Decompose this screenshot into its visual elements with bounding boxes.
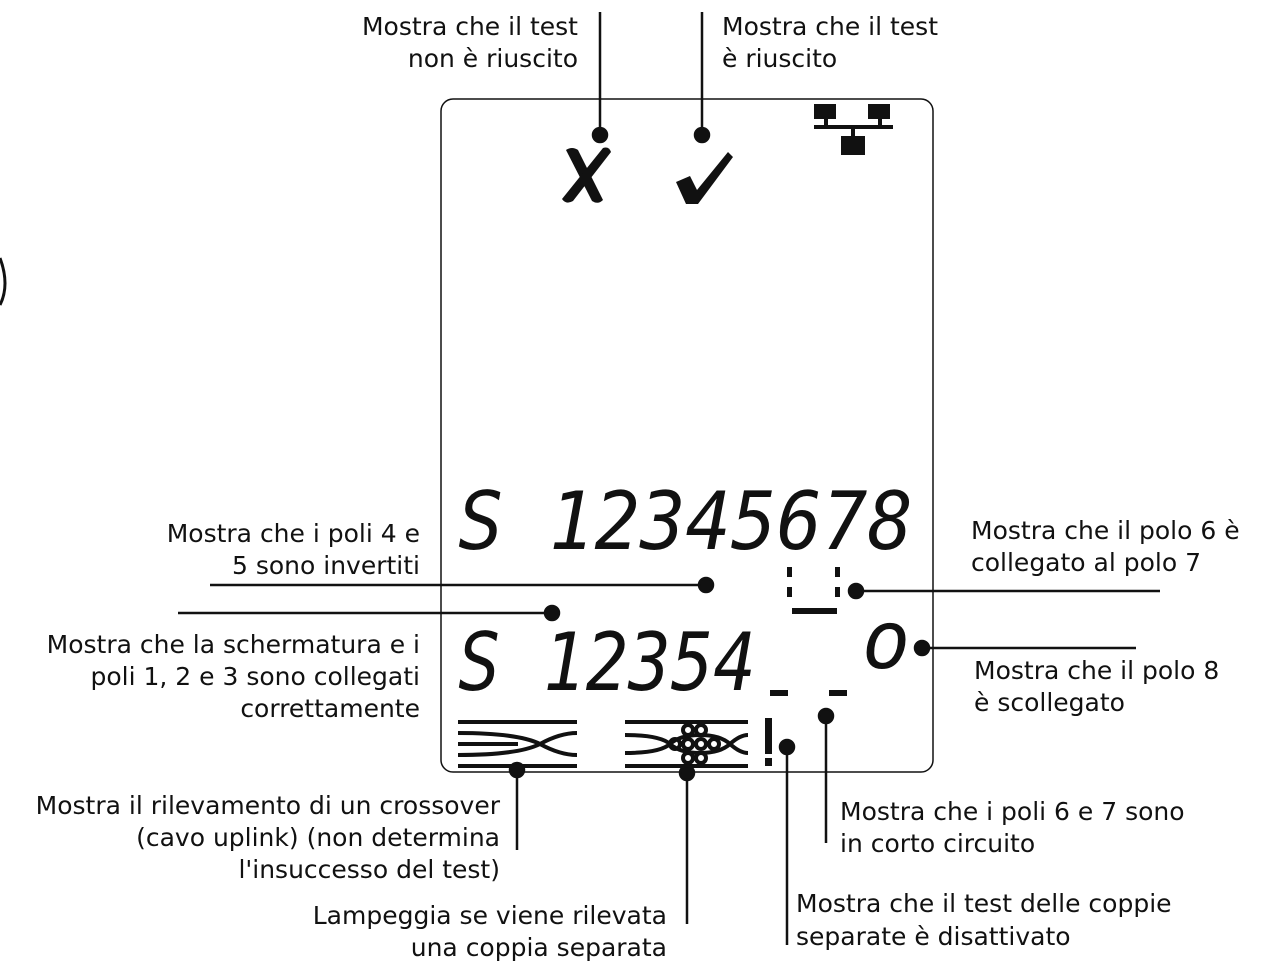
label-split-disabled-2: separate è disattivato <box>796 922 1071 951</box>
label-shield-ok-3: correttamente <box>240 694 420 723</box>
network-icon <box>814 104 893 155</box>
label-shield-ok-1: Mostra che la schermatura e i <box>47 630 420 659</box>
pin8-open-segment <box>829 690 847 696</box>
crossover-icon <box>457 720 578 768</box>
label-test-passed-1: Mostra che il test <box>722 12 938 41</box>
pass-check-icon <box>676 152 733 204</box>
label-pin6-to-7-2: collegato al polo 7 <box>971 548 1201 577</box>
label-crossover-2: (cavo uplink) (non determina <box>136 823 500 852</box>
label-crossover-3: l'insuccesso del test) <box>238 855 500 884</box>
callout-leaders <box>178 12 1160 945</box>
segment-row-top: S 12345678 <box>458 475 913 568</box>
label-split-disabled-1: Mostra che il test delle coppie <box>796 889 1172 918</box>
label-pin6-to-7-1: Mostra che il polo 6 è <box>971 516 1240 545</box>
label-shield-ok-2: poli 1, 2 e 3 sono collegati <box>91 662 421 691</box>
split-pair-icon <box>624 720 749 768</box>
label-test-failed-2: non è riuscito <box>408 44 578 73</box>
label-pins-reversed-2: 5 sono invertiti <box>232 551 420 580</box>
exclamation-icon <box>765 718 772 766</box>
label-split-pair-2: una coppia separata <box>411 933 667 961</box>
pin6-pin7-link-bracket <box>787 567 840 614</box>
label-pin8-open-2: è scollegato <box>974 688 1125 717</box>
label-split-pair-1: Lampeggia se viene rilevata <box>313 901 667 930</box>
segment-row-bottom: S 12354 <box>458 616 756 709</box>
label-crossover-1: Mostra il rilevamento di un crossover <box>36 791 501 820</box>
edge-bracket <box>0 257 7 306</box>
pin7-open-segment <box>770 690 788 696</box>
pin8-open-indicator: o <box>862 594 910 687</box>
label-test-passed-2: è riuscito <box>722 44 837 73</box>
label-pin8-open-1: Mostra che il polo 8 <box>974 656 1219 685</box>
fail-cross-icon <box>562 147 611 203</box>
label-short-circuit-2: in corto circuito <box>840 829 1035 858</box>
label-pins-reversed-1: Mostra che i poli 4 e <box>167 519 420 548</box>
label-short-circuit-1: Mostra che i poli 6 e 7 sono <box>840 797 1185 826</box>
label-test-failed-1: Mostra che il test <box>362 12 578 41</box>
